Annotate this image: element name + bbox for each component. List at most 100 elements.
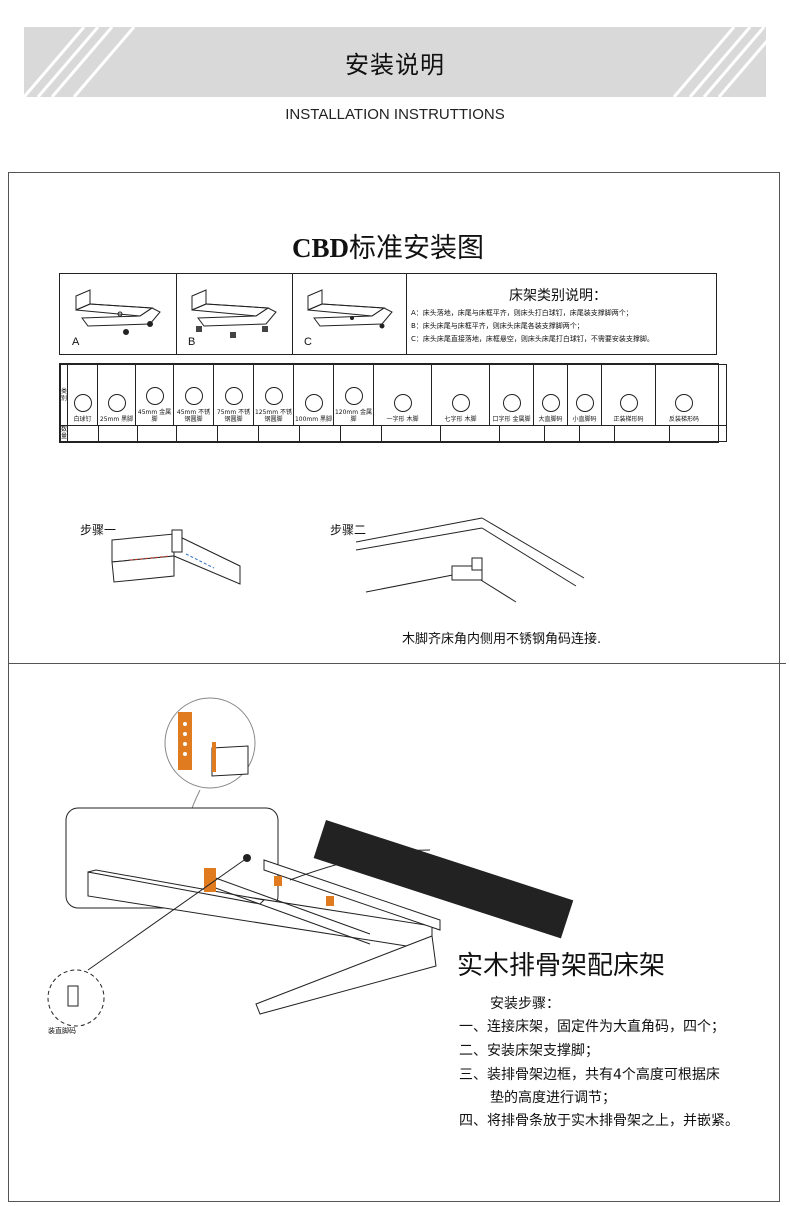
part-cell: 白球钉 — [68, 365, 99, 425]
part-cell: 45mm 金属脚 — [136, 365, 175, 425]
parts-row-header-category: 类别 — [59, 364, 69, 426]
black-foot-25-icon — [107, 393, 126, 412]
part-qty-cell — [670, 426, 726, 441]
install-step-2: 二、安装床架支撑脚； — [459, 1043, 599, 1059]
page-title: 安装说明 — [345, 51, 445, 79]
step1-label: 步骤一 — [80, 523, 117, 537]
parts-row-header-qty: 数量 — [59, 424, 69, 443]
part-qty-cell — [615, 425, 671, 441]
part-cell: 小直脚码 — [568, 365, 603, 425]
step2-diagram — [356, 517, 585, 603]
bed-type-box: A B C — [59, 273, 717, 355]
part-cell: 100mm 黑脚 — [294, 365, 335, 425]
part-cell: 75mm 不锈钢圆脚 — [214, 365, 255, 425]
part-name: 大直脚码 — [538, 415, 563, 423]
part-cell: 45mm 不锈钢圆脚 — [174, 365, 215, 425]
step2-label: 步骤二 — [330, 523, 367, 537]
part-cell: 一字形 木脚 — [374, 365, 433, 425]
legend-line-a: A：床头落地，床尾与床框平齐，则床头打白球钉，床尾装支撑脚两个； — [411, 309, 633, 317]
part-qty-cell — [580, 425, 616, 441]
part-qty-cell — [300, 425, 342, 441]
section-divider — [8, 663, 786, 664]
legend-title: 床架类别说明： — [509, 288, 607, 304]
step2-note: 木脚齐床角内侧用不锈钢角码连接. — [402, 632, 602, 647]
part-name: 25mm 黑脚 — [99, 415, 134, 423]
part-qty-cell — [177, 425, 219, 441]
bed-frame-b-icon — [191, 289, 277, 338]
part-qty-cell — [218, 425, 260, 441]
bed-type-c: C — [292, 274, 407, 354]
part-name: 120mm 金属脚 — [334, 408, 373, 423]
bed-frame-a-icon — [75, 289, 161, 335]
part-name: 45mm 不锈钢圆脚 — [176, 408, 211, 423]
install-step-3-cont: 垫的高度进行调节； — [490, 1090, 616, 1106]
part-qty-cell — [545, 425, 581, 441]
part-name: 七字形 木脚 — [444, 415, 477, 423]
part-qty-cell — [99, 425, 139, 441]
step1-diagram — [111, 529, 241, 585]
part-name: 100mm 黑脚 — [294, 415, 333, 423]
part-qty-cell — [68, 425, 100, 441]
metal-foot-45-icon — [145, 386, 164, 405]
bracket-plate — [178, 712, 192, 770]
type-c-label: C — [304, 336, 312, 348]
part-cell: 25mm 黑脚 — [98, 365, 137, 425]
steel-foot-75-icon — [224, 386, 243, 405]
slat-bed-diagram — [47, 697, 574, 1027]
part-name: 正装梯形码 — [613, 415, 644, 423]
reverse-trapezoid-bracket-icon — [675, 393, 694, 412]
large-bracket-icon — [541, 393, 560, 412]
bed-type-a: A — [60, 274, 177, 354]
bracket-label: 装直脚码 — [48, 1027, 76, 1035]
part-qty-cell — [382, 425, 442, 441]
banner-stripes-decoration — [24, 27, 766, 97]
standard-install-heading: CBD标准安装图 — [292, 233, 485, 263]
page-subtitle: INSTALLATION INSTRUTTIONS — [285, 106, 505, 123]
instruction-frame — [8, 172, 780, 1202]
part-cell: 反装梯形码 — [656, 365, 712, 425]
legend-line-c: C：床头床尾直接落地，床框悬空，则床头床尾打白球钉，不需要安装支撑脚。 — [411, 335, 654, 343]
install-step-4: 四、将排骨条放于实木排骨架之上，并嵌紧。 — [459, 1113, 739, 1129]
part-qty-cell — [441, 425, 501, 441]
part-qty-cell — [259, 425, 301, 441]
slat-title: 实木排骨架配床架 — [457, 951, 666, 981]
part-qty-cell — [138, 425, 178, 441]
part-cell: 120mm 金属脚 — [334, 365, 375, 425]
part-name: 125mm 不锈钢圆脚 — [254, 408, 293, 423]
part-name: 小直脚码 — [572, 415, 597, 423]
black-foot-100-icon — [304, 393, 323, 412]
bed-type-b: B — [176, 274, 293, 354]
part-cell: 口字形 金属脚 — [490, 365, 535, 425]
small-bracket-icon — [575, 393, 594, 412]
steel-foot-125-icon — [264, 386, 283, 405]
straight-wood-foot-icon — [393, 393, 412, 412]
bed-frame-c-icon — [307, 289, 393, 329]
part-cell: 正装梯形码 — [602, 365, 657, 425]
part-name: 反装梯形码 — [669, 415, 700, 423]
part-cell: 125mm 不锈钢圆脚 — [254, 365, 295, 425]
part-cell: 大直脚码 — [534, 365, 569, 425]
l-wood-foot-icon — [451, 393, 470, 412]
steel-foot-45-icon — [184, 386, 203, 405]
part-qty-cell — [341, 425, 383, 441]
install-step-3: 三、装排骨架边框，共有4个高度可根据床 — [459, 1067, 720, 1083]
part-qty-cell — [500, 425, 546, 441]
part-name: 口字形 金属脚 — [492, 415, 531, 423]
square-metal-foot-icon — [502, 393, 521, 412]
type-b-label: B — [188, 336, 196, 348]
quantity-row — [67, 424, 728, 443]
part-name: 75mm 不锈钢圆脚 — [216, 408, 251, 423]
trapezoid-bracket-icon — [619, 393, 638, 412]
white-ball-nail-icon — [73, 393, 92, 412]
part-name: 白球钉 — [73, 415, 92, 423]
install-step-1: 一、连接床架，固定件为大直角码，四个； — [459, 1019, 725, 1035]
part-name: 一字形 木脚 — [386, 415, 419, 423]
legend-line-b: B：床头床尾与床框平齐，则床头床尾各装支撑脚两个； — [411, 322, 584, 330]
type-a-label: A — [72, 336, 80, 348]
title-banner: 安装说明 — [24, 27, 766, 97]
metal-foot-120-icon — [344, 386, 363, 405]
install-steps-title: 安装步骤： — [490, 996, 560, 1012]
part-cell: 七字形 木脚 — [432, 365, 491, 425]
